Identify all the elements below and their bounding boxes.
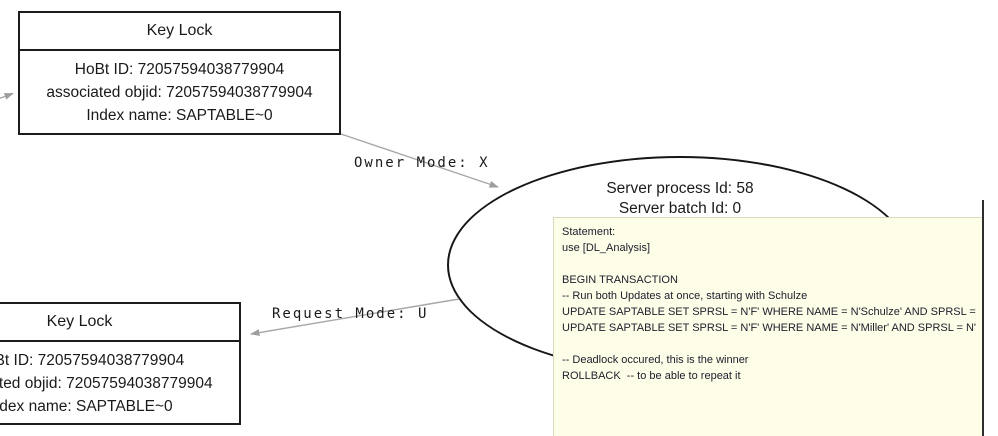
tooltip-line: ROLLBACK -- to be able to repeat it: [562, 370, 741, 382]
tooltip-line: [562, 336, 976, 352]
server-process-details: Server process Id: 58 Server batch Id: 0: [449, 179, 911, 219]
statement-tooltip: Statement: use [DL_Analysis] BEGIN TRANS…: [553, 217, 984, 436]
window-edge-line: [982, 200, 984, 436]
key-lock-details: HoBt ID: 72057594038779904 associated ob…: [0, 342, 239, 418]
index-name-text: Index name: SAPTABLE~0: [0, 398, 173, 415]
tooltip-line: [562, 256, 976, 272]
tooltip-line: -- Deadlock occured, this is the winner: [562, 354, 749, 366]
hobt-id-text: HoBt ID: 72057594038779904: [0, 352, 185, 369]
request-mode-label: Request Mode: U: [272, 306, 429, 322]
tooltip-line: Statement:: [562, 226, 616, 238]
hobt-id-text: HoBt ID: 72057594038779904: [74, 61, 285, 78]
incoming-edge-arrow: [0, 92, 14, 100]
key-lock-title: Key Lock: [0, 304, 239, 342]
tooltip-line: UPDATE SAPTABLE SET SPRSL = N'F' WHERE N…: [562, 322, 976, 334]
server-batch-id-text: Server batch Id: 0: [618, 200, 742, 217]
key-lock-details: HoBt ID: 72057594038779904 associated ob…: [20, 51, 339, 127]
associated-objid-text: associated objid: 72057594038779904: [46, 84, 313, 101]
key-lock-title: Key Lock: [20, 13, 339, 51]
associated-objid-text: associated objid: 72057594038779904: [0, 375, 213, 392]
tooltip-line: UPDATE SAPTABLE SET SPRSL = N'F' WHERE N…: [562, 306, 976, 318]
index-name-text: Index name: SAPTABLE~0: [86, 107, 273, 124]
tooltip-line: use [DL_Analysis]: [562, 242, 651, 254]
key-lock-node-bottom[interactable]: Key Lock HoBt ID: 72057594038779904 asso…: [0, 302, 241, 425]
owner-mode-label: Owner Mode: X: [354, 155, 490, 171]
server-process-id-text: Server process Id: 58: [606, 180, 754, 197]
key-lock-node-top[interactable]: Key Lock HoBt ID: 72057594038779904 asso…: [18, 11, 341, 135]
tooltip-line: -- Run both Updates at once, starting wi…: [562, 290, 808, 302]
tooltip-line: BEGIN TRANSACTION: [562, 274, 678, 286]
